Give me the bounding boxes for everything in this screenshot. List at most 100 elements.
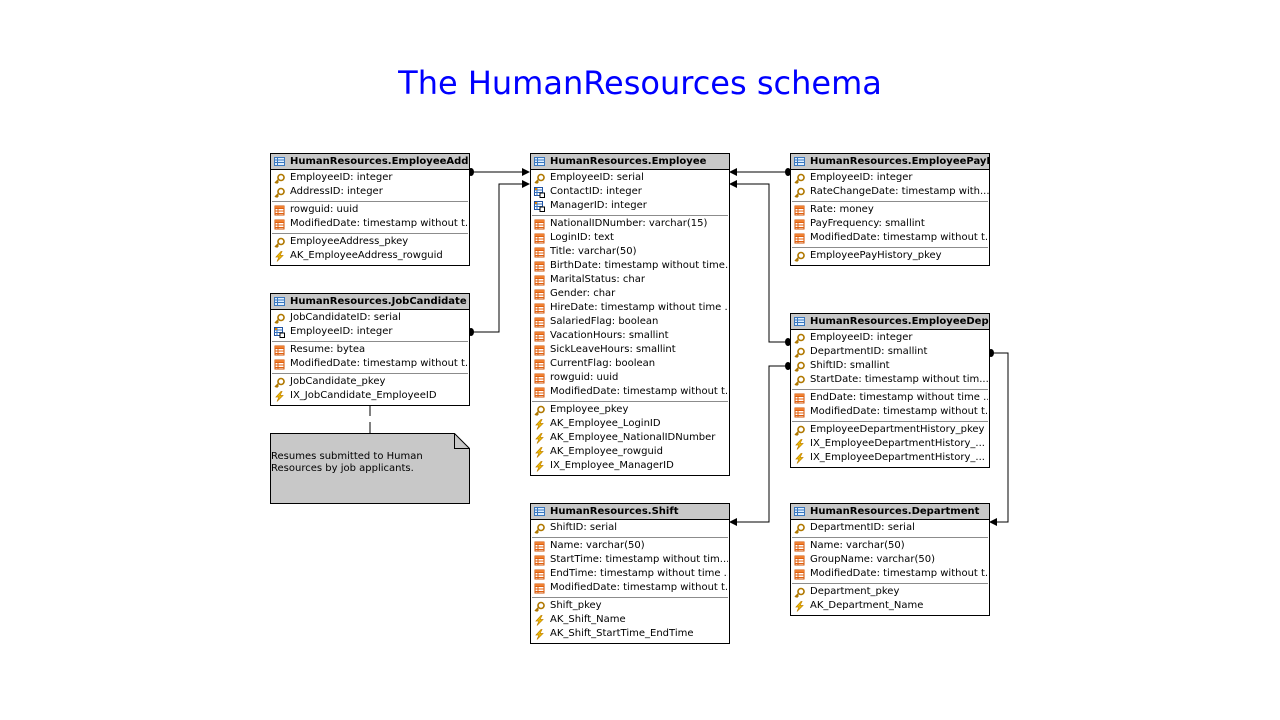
table-header[interactable]: HumanResources.Employee <box>531 154 729 170</box>
table-row[interactable]: ContactID: integer <box>531 185 729 199</box>
table-icon <box>534 507 545 516</box>
table-row[interactable]: HireDate: timestamp without time ... <box>532 301 728 315</box>
table-section: NationalIDNumber: varchar(15)LoginID: te… <box>532 215 728 401</box>
table-row[interactable]: EmployeeID: integer <box>791 331 989 345</box>
table-row[interactable]: SalariedFlag: boolean <box>532 315 728 329</box>
row-text: Shift_pkey <box>550 600 602 611</box>
table-row[interactable]: EmployeeID: integer <box>791 171 989 185</box>
table-row[interactable]: IX_EmployeeDepartmentHistory_... <box>792 437 988 451</box>
table-header[interactable]: HumanResources.Shift <box>531 504 729 520</box>
table-row[interactable]: EndDate: timestamp without time ... <box>792 391 988 405</box>
table-row[interactable]: AK_Department_Name <box>792 599 988 613</box>
table-row[interactable]: Department_pkey <box>792 585 988 599</box>
index-icon <box>535 628 544 640</box>
table-row[interactable]: rowguid: uuid <box>272 203 468 217</box>
table-employee-pay-history[interactable]: HumanResources.EmployeePayHis...Employee… <box>790 153 990 266</box>
table-row[interactable]: rowguid: uuid <box>532 371 728 385</box>
table-row[interactable]: Gender: char <box>532 287 728 301</box>
table-header[interactable]: HumanResources.EmployeeAddress <box>271 154 469 170</box>
table-row[interactable]: Name: varchar(50) <box>532 539 728 553</box>
table-row[interactable]: EmployeeID: integer <box>271 171 469 185</box>
table-row[interactable]: BirthDate: timestamp without time... <box>532 259 728 273</box>
table-header[interactable]: HumanResources.EmployeeDepart... <box>791 314 989 330</box>
column-icon <box>794 569 805 579</box>
table-row[interactable]: JobCandidateID: serial <box>271 311 469 325</box>
table-row[interactable]: Title: varchar(50) <box>532 245 728 259</box>
table-section: DepartmentID: serial <box>791 520 989 537</box>
table-row[interactable]: AK_Shift_StartTime_EndTime <box>532 627 728 641</box>
table-header[interactable]: HumanResources.JobCandidate <box>271 294 469 310</box>
table-row[interactable]: EndTime: timestamp without time ... <box>532 567 728 581</box>
table-row[interactable]: ModifiedDate: timestamp without t... <box>532 385 728 399</box>
column-icon <box>274 345 285 355</box>
table-row[interactable]: ModifiedDate: timestamp without t... <box>792 405 988 419</box>
table-row[interactable]: RateChangeDate: timestamp with... <box>791 185 989 199</box>
row-text: JobCandidateID: serial <box>290 312 401 323</box>
index-icon <box>535 418 544 430</box>
table-row[interactable]: EmployeeID: integer <box>271 325 469 339</box>
column-icon <box>534 583 545 593</box>
index-icon <box>795 452 804 464</box>
table-row[interactable]: PayFrequency: smallint <box>792 217 988 231</box>
table-row[interactable]: EmployeePayHistory_pkey <box>792 249 988 263</box>
table-row[interactable]: JobCandidate_pkey <box>272 375 468 389</box>
column-icon <box>794 555 805 565</box>
row-text: LoginID: text <box>550 232 614 243</box>
key-icon <box>534 405 545 416</box>
table-row[interactable]: StartDate: timestamp without tim... <box>791 373 989 387</box>
row-text: ManagerID: integer <box>550 200 647 211</box>
table-row[interactable]: NationalIDNumber: varchar(15) <box>532 217 728 231</box>
note-text: Resumes submitted to Human Resources by … <box>271 451 423 474</box>
table-row[interactable]: ModifiedDate: timestamp without t... <box>792 567 988 581</box>
table-row[interactable]: IX_EmployeeDepartmentHistory_... <box>792 451 988 465</box>
table-employee-address[interactable]: HumanResources.EmployeeAddressEmployeeID… <box>270 153 470 266</box>
table-row[interactable]: AK_Employee_LoginID <box>532 417 728 431</box>
row-text: ModifiedDate: timestamp without t... <box>290 358 468 369</box>
table-row[interactable]: GroupName: varchar(50) <box>792 553 988 567</box>
table-row[interactable]: IX_Employee_ManagerID <box>532 459 728 473</box>
table-row[interactable]: ShiftID: serial <box>531 521 729 535</box>
table-row[interactable]: StartTime: timestamp without tim... <box>532 553 728 567</box>
table-row[interactable]: ModifiedDate: timestamp without t... <box>272 217 468 231</box>
table-row[interactable]: AK_Shift_Name <box>532 613 728 627</box>
table-row[interactable]: AddressID: integer <box>271 185 469 199</box>
index-icon <box>795 438 804 450</box>
table-row[interactable]: AK_EmployeeAddress_rowguid <box>272 249 468 263</box>
table-row[interactable]: ShiftID: smallint <box>791 359 989 373</box>
table-row[interactable]: EmployeeDepartmentHistory_pkey <box>792 423 988 437</box>
table-row[interactable]: Rate: money <box>792 203 988 217</box>
table-row[interactable]: LoginID: text <box>532 231 728 245</box>
table-name: HumanResources.Shift <box>550 506 679 517</box>
table-row[interactable]: SickLeaveHours: smallint <box>532 343 728 357</box>
table-name: HumanResources.EmployeeDepart... <box>810 316 989 327</box>
table-row[interactable]: ModifiedDate: timestamp without t... <box>272 357 468 371</box>
table-row[interactable]: ModifiedDate: timestamp without t... <box>792 231 988 245</box>
table-row[interactable]: VacationHours: smallint <box>532 329 728 343</box>
table-row[interactable]: EmployeeID: serial <box>531 171 729 185</box>
table-row[interactable]: DepartmentID: smallint <box>791 345 989 359</box>
table-row[interactable]: AK_Employee_rowguid <box>532 445 728 459</box>
table-header[interactable]: HumanResources.Department <box>791 504 989 520</box>
column-icon <box>534 387 545 397</box>
column-icon <box>534 555 545 565</box>
table-row[interactable]: DepartmentID: serial <box>791 521 989 535</box>
table-row[interactable]: Resume: bytea <box>272 343 468 357</box>
table-row[interactable]: CurrentFlag: boolean <box>532 357 728 371</box>
table-row[interactable]: Name: varchar(50) <box>792 539 988 553</box>
table-employee-department-history[interactable]: HumanResources.EmployeeDepart... Employee… <box>790 313 990 468</box>
table-row[interactable]: Employee_pkey <box>532 403 728 417</box>
table-header[interactable]: HumanResources.EmployeePayHis... <box>791 154 989 170</box>
table-row[interactable]: EmployeeAddress_pkey <box>272 235 468 249</box>
table-row[interactable]: MaritalStatus: char <box>532 273 728 287</box>
table-row[interactable]: IX_JobCandidate_EmployeeID <box>272 389 468 403</box>
index-icon <box>535 432 544 444</box>
table-row[interactable]: ModifiedDate: timestamp without t... <box>532 581 728 595</box>
table-row[interactable]: Shift_pkey <box>532 599 728 613</box>
table-row[interactable]: AK_Employee_NationalIDNumber <box>532 431 728 445</box>
table-row[interactable]: ManagerID: integer <box>531 199 729 213</box>
